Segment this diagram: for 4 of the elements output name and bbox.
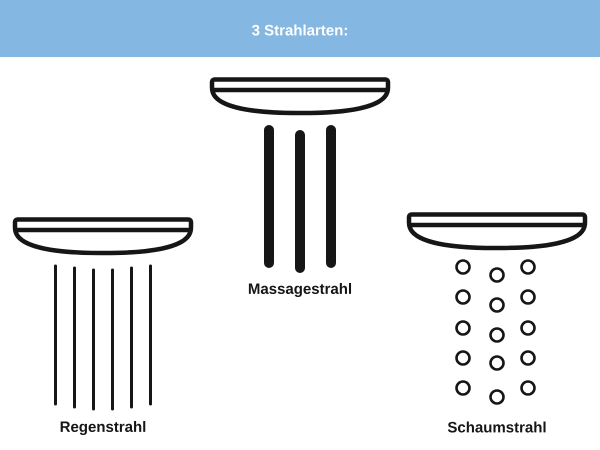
caption: Regenstrahl [60, 420, 146, 436]
title-banner: 3 Strahlarten: [0, 0, 600, 57]
caption: Massagestrahl [248, 282, 352, 298]
caption: Schaumstrahl [448, 422, 546, 432]
